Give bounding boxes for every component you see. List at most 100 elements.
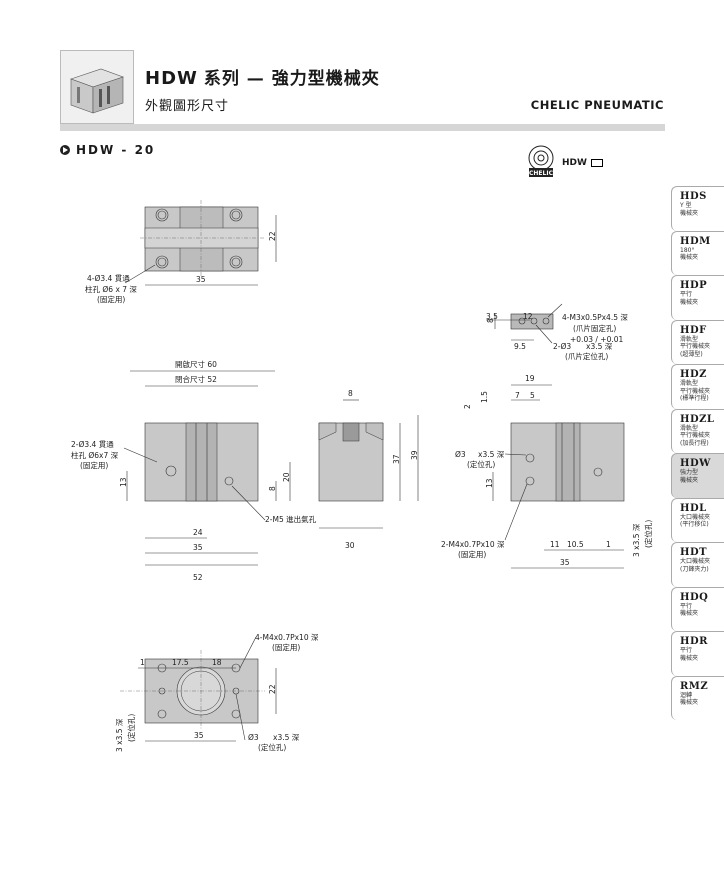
nav-tab-desc: 迴轉 機械夾 [680,691,699,707]
jaw-pin-note: (爪片定位孔) [565,351,608,361]
right-pin-note: (定位孔) [467,459,495,469]
bottom-view: 1 17.5 18 4-M4x0.7Px10 深 (固定用) 22 35 Ø3 … [115,633,319,752]
jaw-pin: 2-Ø3 [553,342,571,351]
nav-tab-desc: 強力型 機械夾 [680,469,699,484]
logo-text: CHELIC [529,170,554,177]
nav-tab-desc: 180° 機械夾 [680,246,699,262]
right-view: 19 7 5 2 1.5 Ø3 x3.5 深 (定位孔) 13 2-M4x0.7… [441,374,653,569]
bottom-screw: 4-M4x0.7Px10 深 [255,633,319,642]
jaw-dim-12: 12 [523,312,533,321]
jaw-dim-95: 9.5 [514,342,526,351]
nav-tab-code: HDS [680,191,707,202]
jaw-pin-depth: x3.5 深 [586,342,613,351]
bottom-pin-depth: x3.5 深 [273,733,300,742]
nav-tab-code: HDW [680,458,711,469]
bottom-pin-note: (定位孔) [258,742,286,752]
model-legend: HDW [562,158,603,168]
right-dim-19: 19 [525,374,535,383]
side-view: 8 30 37 39 [318,389,419,550]
nav-tab-desc: 滑軌型 平行機械夾 (加長行程) [680,424,711,447]
right-dim-11: 11 [550,540,560,549]
jaw-pin-tol: +0.03 / +0.01 [570,335,623,344]
closed-dim: 閉合尺寸 52 [175,374,217,384]
side-dim-37: 37 [392,454,401,464]
nav-tab-desc: Y 型 機械夾 [680,202,699,217]
bottom-dim-22: 22 [268,684,277,694]
nav-tab-code: HDZ [680,369,707,380]
bottom-vert: 3 x3.5 深 [115,718,124,752]
jaw-screw-note: (爪片固定孔) [573,323,616,333]
nav-tab-desc: 滑軌型 平行機械夾 (標準行程) [680,380,711,402]
nav-tab-desc: 平行 機械夾 [680,291,699,306]
product-photo [60,50,134,124]
right-mount: 2-M4x0.7Px10 深 [441,540,505,549]
nav-tab-code: HDM [680,235,711,247]
top-note-1: 4-Ø3.4 貫通 [87,273,130,283]
jaw-dim-35: 3.5 [486,312,498,321]
jaw-dim-8: 8 [486,318,495,323]
nav-tab-code: HDF [680,324,707,336]
bottom-dim-18: 18 [212,658,222,667]
front-port-note: 2-M5 進出氣孔 [265,514,317,524]
right-dim-7: 7 [515,391,520,400]
front-dim-20: 20 [282,472,291,482]
front-dim-24: 24 [193,528,203,537]
jaw-detail: 3.5 12 8 9.5 4-M3x0.5Px4.5 深 (爪片固定孔) 2-Ø… [486,303,628,361]
front-view: 閉合尺寸 52 開啟尺寸 60 24 35 52 13 8 20 2-Ø3.4 … [71,359,317,582]
nav-tab-desc: 平行 機械夾 [680,647,699,662]
nav-tab-code: HDQ [680,591,709,603]
front-note-3: (固定用) [80,460,108,470]
side-dim-39: 39 [410,450,419,460]
chelic-logo: CHELIC [526,144,556,184]
nav-tab-desc: 大口機械夾 (刀鋒夾力) [680,558,711,573]
right-mount-note: (固定用) [458,549,486,559]
nav-tab-desc: 滑軌型 平行機械夾 (超薄型) [680,335,711,358]
page-subtitle: 外觀圖形尺寸 [145,99,230,114]
front-note-1: 2-Ø3.4 貫通 [71,439,114,449]
right-dim-2: 2 [463,404,472,409]
right-dim-105: 10.5 [567,540,584,549]
bottom-dim-35: 35 [194,731,204,740]
nav-tab-code: HDP [680,280,708,291]
right-pin-depth: x3.5 深 [478,450,505,459]
nav-tab-code: HDT [680,547,708,558]
section-label: HDW - 20 [76,143,156,157]
top-note-2: 柱孔 Ø6 x 7 深 [85,284,137,294]
side-dim-30: 30 [345,541,355,550]
right-vert-note: (定位孔) [643,520,653,548]
open-dim: 開啟尺寸 60 [175,359,217,369]
bottom-screw-note: (固定用) [272,642,300,652]
front-note-2: 柱孔 Ø6x7 深 [71,450,119,460]
nav-tab-code: HDZL [680,413,715,425]
play-bullet-icon [60,145,70,155]
jaw-screw: 4-M3x0.5Px4.5 深 [562,313,628,322]
right-pin: Ø3 [455,450,466,459]
title-text: 系列 — 強力型機械夾 [203,69,380,89]
right-dim-1: 1 [606,540,611,549]
header-divider [60,124,665,131]
nav-tab-code: HDL [680,502,707,514]
model-code: HDW [145,68,198,89]
right-dim-35: 35 [560,558,570,567]
top-note-3: (固定用) [97,294,125,304]
right-vert: 3 x3.5 深 [632,523,641,557]
right-dim-15: 1.5 [480,391,489,403]
nav-tab-desc: 大口機械夾 (平行移位) [680,513,711,529]
front-dim-13: 13 [119,477,128,487]
top-dim-h: 22 [268,231,277,241]
